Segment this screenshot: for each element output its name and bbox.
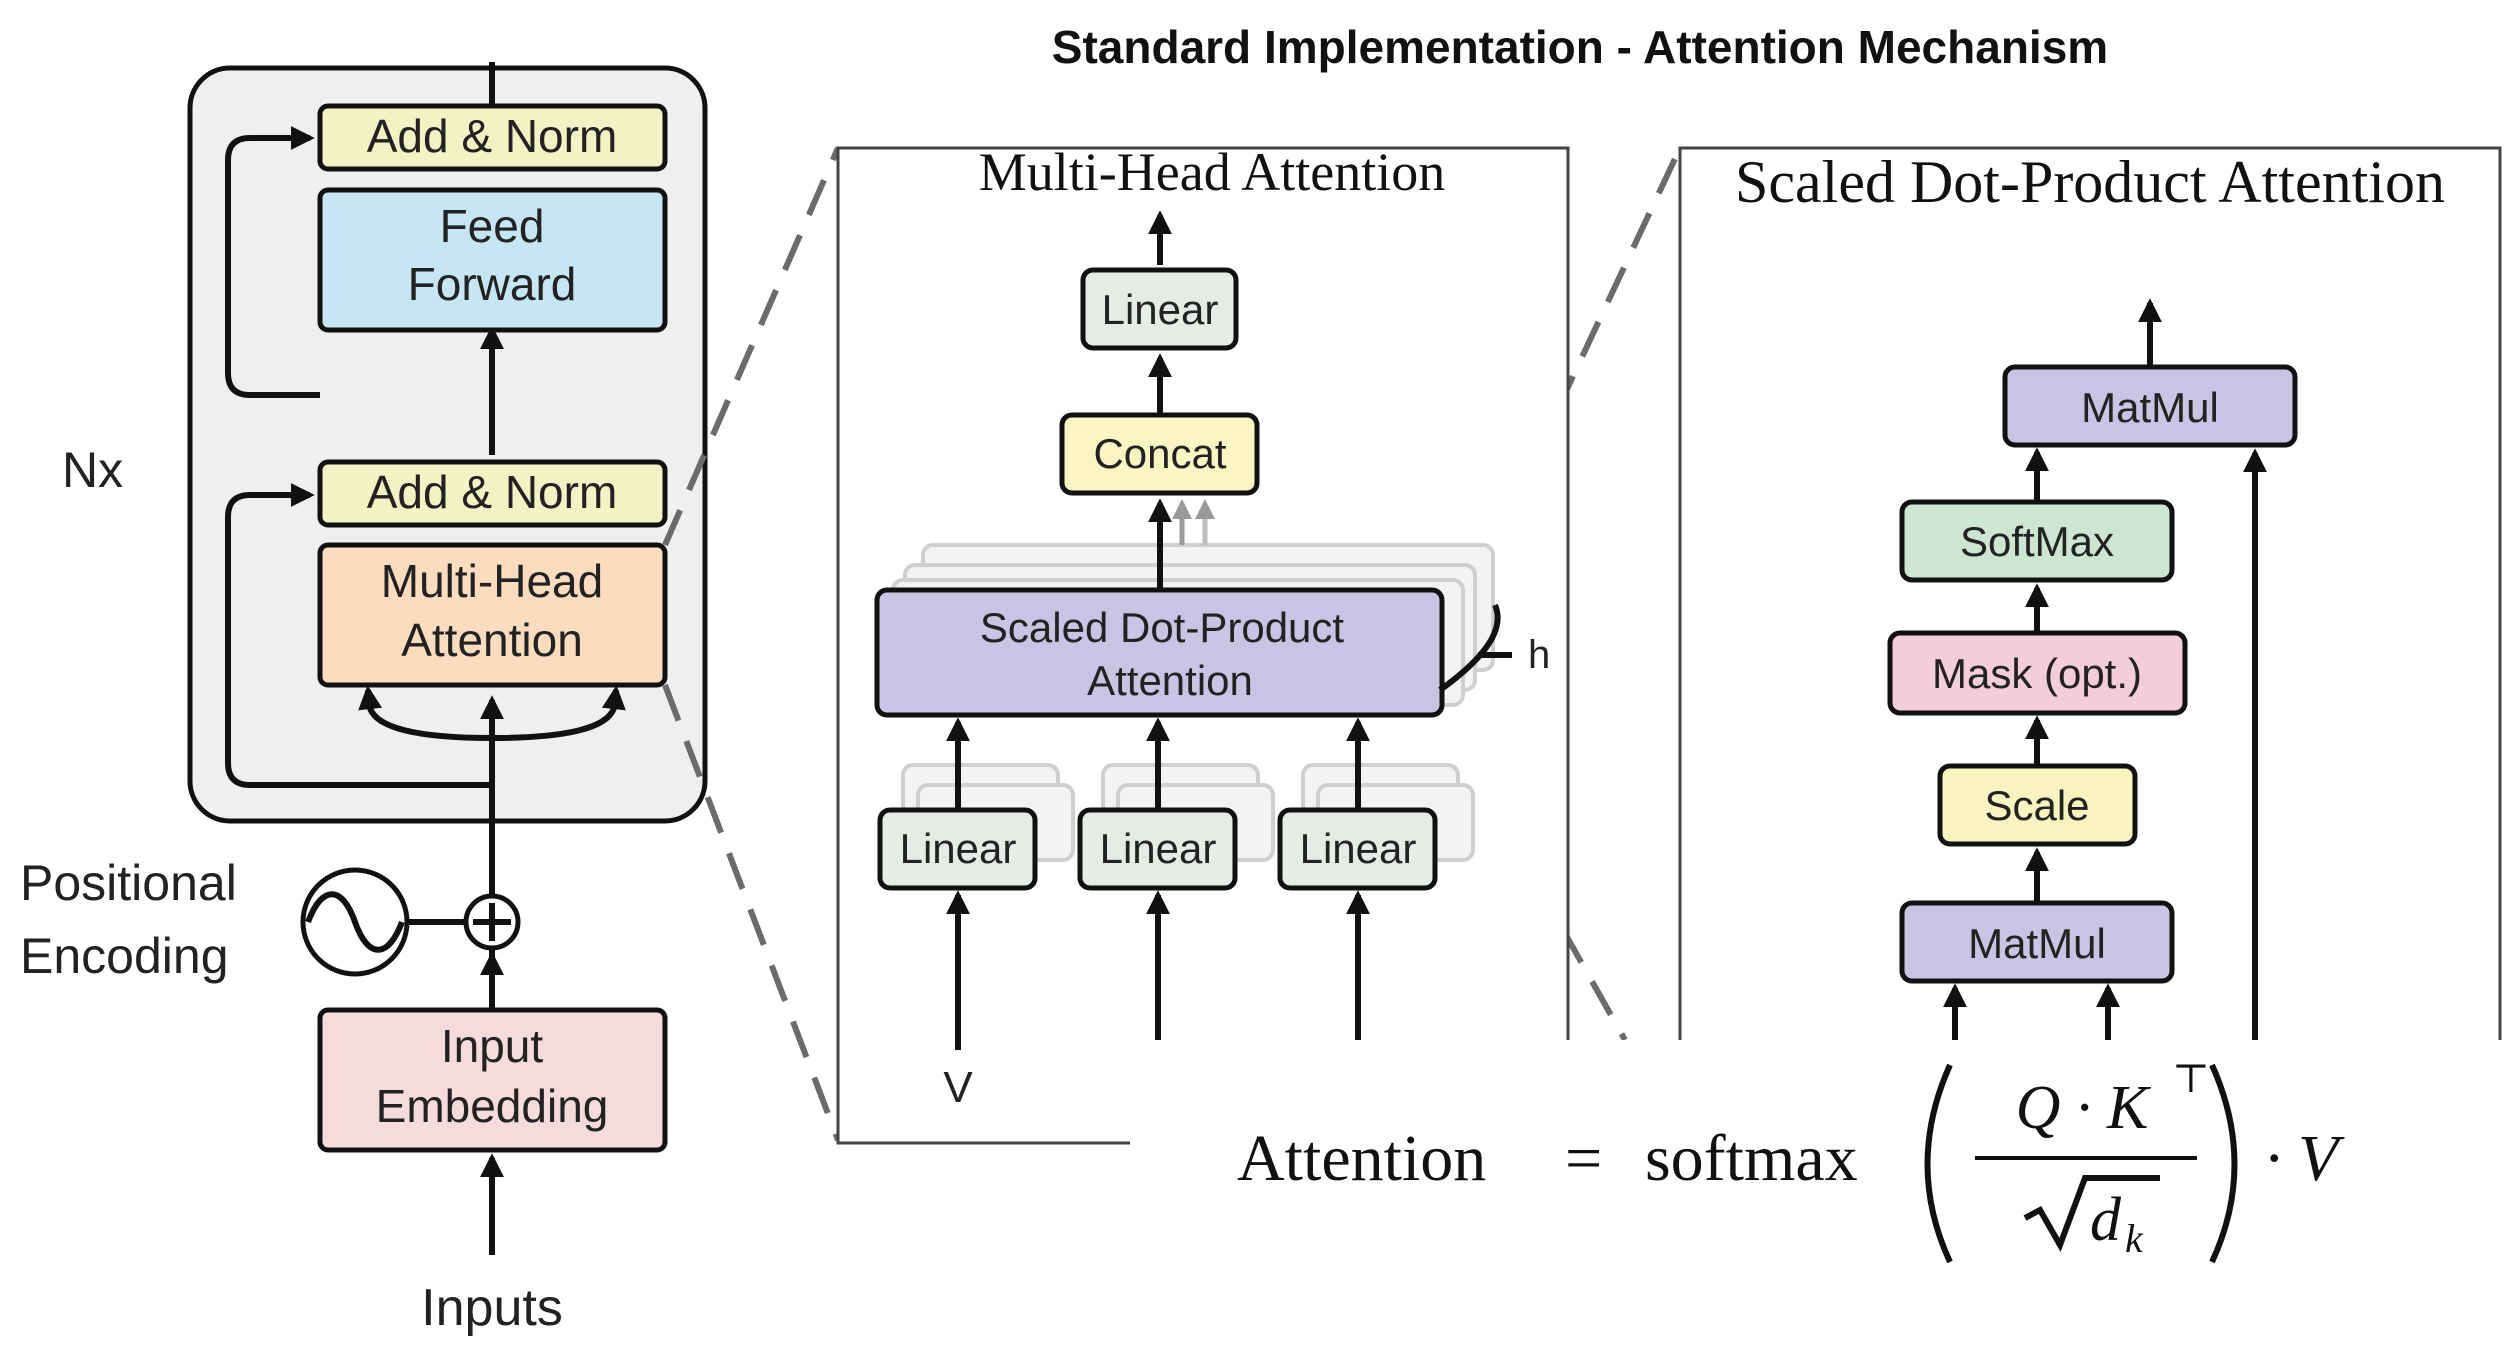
- sdpa-mask-box: [1887, 630, 2188, 716]
- attention-formula: Attention = softmax Q · K ⊤ d k · V: [1237, 1056, 2345, 1264]
- sdpa-panel-title: Scaled Dot-Product Attention: [1735, 149, 2445, 215]
- multi-head-label-2: Attention: [401, 614, 583, 666]
- sdpa-scale-label: Scale: [1984, 782, 2089, 829]
- sdpa-softmax-box: [1899, 499, 2175, 583]
- encoder-background: [187, 65, 708, 824]
- sdpa-matmul-top-box: [2002, 364, 2298, 448]
- feed-forward-label-1: Feed: [440, 200, 545, 252]
- mh-linear-box-3: [1277, 807, 1438, 891]
- zoom-line-2: [662, 683, 841, 1142]
- residual-arrow-top: [225, 126, 320, 398]
- mh-linear-label-1: Linear: [900, 825, 1017, 872]
- mh-sdpa-box: [874, 587, 1445, 718]
- zoom-line-1: [662, 146, 841, 547]
- sdpa-panel-frame: [1678, 146, 2502, 1050]
- mh-linear-label-3: Linear: [1300, 825, 1417, 872]
- mh-sdpa-label-2: Attention: [1087, 657, 1253, 704]
- mh-concat-label: Concat: [1093, 430, 1226, 477]
- add-norm-bottom-label: Add & Norm: [367, 466, 618, 518]
- mh-linear-top-label: Linear: [1102, 286, 1219, 333]
- multi-head-panel: Multi-Head Attention Linear Concat Scale…: [836, 142, 1570, 1145]
- feed-forward-box: [317, 187, 668, 333]
- mh-h-label: h: [1528, 633, 1550, 677]
- add-norm-top-label: Add & Norm: [367, 110, 618, 162]
- formula-backdrop: [1130, 1040, 2507, 1370]
- positional-encoding: Positional Encoding: [20, 855, 521, 984]
- residual-arrow-bottom: [225, 483, 492, 788]
- formula-subscript: k: [2125, 1216, 2144, 1261]
- sdpa-scale-box: [1937, 763, 2138, 847]
- encoder-block: Add & Norm Feed Forward Add & Norm Multi…: [187, 62, 708, 1005]
- positional-label-2: Encoding: [20, 928, 229, 984]
- sdpa-softmax-label: SoftMax: [1960, 518, 2114, 565]
- add-norm-top-box: [317, 103, 668, 172]
- formula-function: softmax: [1645, 1122, 1858, 1195]
- sdpa-matmul-bottom-label: MatMul: [1968, 920, 2106, 967]
- mh-linear-label-2: Linear: [1100, 825, 1217, 872]
- formula-times-v: · V: [2265, 1122, 2345, 1195]
- mh-sdpa-label-1: Scaled Dot-Product: [980, 604, 1345, 651]
- formula-denominator: d: [2090, 1186, 2122, 1254]
- formula-numerator: Q · K: [2016, 1074, 2152, 1142]
- main-title: Standard Implementation - Attention Mech…: [1052, 21, 2108, 73]
- formula-equals: =: [1565, 1122, 1602, 1195]
- mh-linear-box-1: [877, 807, 1038, 891]
- mh-concat-box: [1059, 412, 1260, 496]
- sdpa-mask-label: Mask (opt.): [1932, 650, 2142, 697]
- formula-transpose: ⊤: [2172, 1056, 2210, 1101]
- repeat-label: Nx: [62, 442, 123, 498]
- mh-v-label: V: [943, 1063, 973, 1112]
- sdpa-panel: Scaled Dot-Product Attention MatMul Soft…: [1678, 146, 2502, 1050]
- input-embedding-label-1: Input: [441, 1020, 544, 1072]
- input-embedding-label-2: Embedding: [376, 1080, 609, 1132]
- add-norm-bottom-box: [317, 459, 668, 528]
- mh-linear-box-2: [1077, 807, 1238, 891]
- sdpa-matmul-bottom-box: [1899, 900, 2175, 984]
- input-embedding-box: [317, 1007, 668, 1153]
- feed-forward-label-2: Forward: [408, 258, 577, 310]
- mh-linear-top-box: [1080, 267, 1239, 351]
- multi-head-label-1: Multi-Head: [381, 555, 603, 607]
- formula-lhs: Attention: [1237, 1122, 1486, 1195]
- multi-head-attention-box: [317, 542, 668, 688]
- inputs-label: Inputs: [421, 1279, 563, 1337]
- positional-label-1: Positional: [20, 855, 237, 911]
- sdpa-matmul-top-label: MatMul: [2081, 384, 2219, 431]
- multi-head-panel-title: Multi-Head Attention: [979, 142, 1445, 202]
